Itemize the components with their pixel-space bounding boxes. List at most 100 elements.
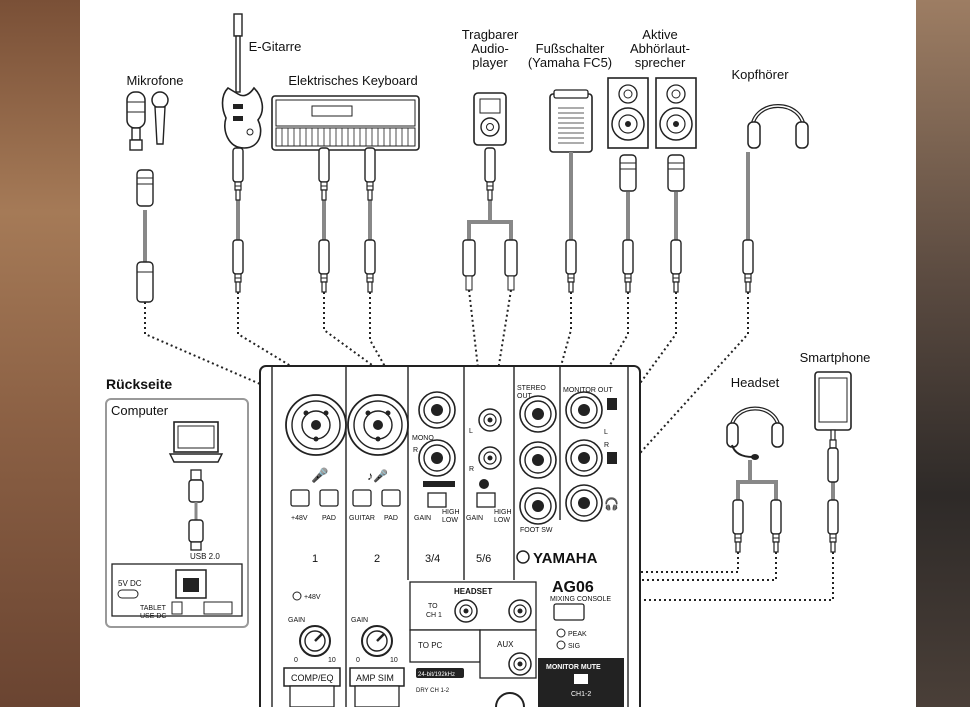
foot-switch-jack[interactable] xyxy=(519,487,557,525)
connection-diagram-sheet: Mikrofone E-Gitarre Elektrisches Keyboar… xyxy=(80,0,916,707)
aux-label: AUX xyxy=(497,640,514,649)
ch34-high-label: HIGH xyxy=(442,509,460,516)
bit-label: 24-bit/192kHz xyxy=(418,672,455,678)
ch56-number: 5/6 xyxy=(476,553,491,565)
usb-label: USB 2.0 xyxy=(190,552,220,561)
rca-plugs xyxy=(462,239,518,291)
ch2-pad-label: PAD xyxy=(384,515,398,522)
ch6-jack[interactable] xyxy=(478,446,502,470)
ch56-high-label: HIGH xyxy=(494,509,512,516)
guitar-button[interactable] xyxy=(352,489,372,507)
smartphone-icon xyxy=(814,371,852,431)
ch56-low-label: LOW xyxy=(494,517,510,524)
background-left xyxy=(0,0,80,707)
ch1-number: 1 xyxy=(312,553,318,565)
yamaha-logo-icon xyxy=(516,550,530,564)
label-player-line2: Audio- xyxy=(471,41,509,56)
label-monitors: Aktive Abhörlaut- sprecher xyxy=(615,28,705,70)
dc5v-label: 5V DC xyxy=(118,579,142,588)
headset-mic-jack[interactable] xyxy=(454,599,478,623)
label-monitors-line1: Aktive xyxy=(642,27,678,42)
ch3-jack[interactable] xyxy=(418,391,456,429)
background-right xyxy=(916,0,970,707)
mixing-console-label: MIXING CONSOLE xyxy=(550,596,611,603)
label-headset: Headset xyxy=(730,375,780,390)
ch56-gain-switch[interactable] xyxy=(476,492,496,508)
label-microphones: Mikrofone xyxy=(126,73,184,88)
svg-text:♪🎤: ♪🎤 xyxy=(367,468,388,483)
power-switch[interactable] xyxy=(553,603,585,621)
headset-phones-jack[interactable] xyxy=(508,599,532,623)
ch1-gain-knob[interactable] xyxy=(298,624,332,658)
ch2-combo-jack[interactable] xyxy=(347,394,409,456)
svg-text:🎧: 🎧 xyxy=(604,497,619,511)
label-player: Tragbarer Audio- player xyxy=(450,28,530,70)
usb-cable-icon xyxy=(188,469,204,551)
label-player-line1: Tragbarer xyxy=(461,27,519,42)
laptop-icon xyxy=(168,421,224,463)
ch12-label: CH1-2 xyxy=(571,691,591,698)
stereo-out-l-jack[interactable] xyxy=(519,395,557,433)
foot-sw-label: FOOT SW xyxy=(520,527,553,534)
peak-led xyxy=(556,628,566,638)
phantom-led xyxy=(292,591,302,601)
ch56-gain-label: GAIN xyxy=(466,515,483,522)
label-headphones: Kopfhörer xyxy=(731,67,789,82)
microphone-condenser-icon xyxy=(126,91,146,151)
monitor-speaker-left-icon xyxy=(607,77,649,149)
ch2-gain-knob[interactable] xyxy=(360,624,394,658)
comp-eq-label: COMP/EQ xyxy=(291,673,334,683)
monitor-out-label: MONITOR OUT xyxy=(563,387,613,394)
aux-jack[interactable] xyxy=(508,652,532,676)
label-guitar: E-Gitarre xyxy=(248,39,302,54)
monitor-out-r-jack[interactable] xyxy=(565,439,603,477)
monitor-mute-label: MONITOR MUTE xyxy=(546,664,601,671)
ch2-pad-button[interactable] xyxy=(381,489,401,507)
ch34-low-label: LOW xyxy=(442,517,458,524)
label-monitors-line2: Abhörlaut- xyxy=(630,41,690,56)
monitor-speaker-right-icon xyxy=(655,77,697,149)
microphone-dynamic-icon xyxy=(151,91,169,145)
svg-text:🎤: 🎤 xyxy=(311,466,329,484)
rear-title: Rückseite xyxy=(106,376,172,392)
ch34-gain-label: GAIN xyxy=(414,515,431,522)
ch2-gain-max: 10 xyxy=(390,657,398,664)
phantom-power-button[interactable] xyxy=(290,489,310,507)
amp-sim-label: AMP SIM xyxy=(356,673,394,683)
ch6-r-label: R xyxy=(469,466,474,473)
electric-guitar-icon xyxy=(221,13,264,149)
stereo-out-label-2: OUT xyxy=(517,393,533,400)
headset-to-label: TO xyxy=(428,603,438,610)
peak-label: PEAK xyxy=(568,631,587,638)
headset-icon xyxy=(726,406,784,460)
headset-ch1-label: CH 1 xyxy=(426,612,442,619)
ch1-combo-jack[interactable] xyxy=(285,394,347,456)
ch4-r-label: R xyxy=(413,447,418,454)
rear-connector-panel: USB 2.0 5V DC TABLET USE DC xyxy=(111,552,243,620)
label-footswitch-line2: (Yamaha FC5) xyxy=(527,55,613,70)
footswitch-icon xyxy=(549,89,593,153)
model-label: AG06 xyxy=(552,579,594,596)
ch12-mute-button[interactable] xyxy=(574,674,588,684)
ch1-p48-led-label: +48V xyxy=(304,594,321,601)
headphones-icon xyxy=(747,104,809,149)
monitor-out-l-jack[interactable] xyxy=(565,391,603,429)
label-monitors-line3: sprecher xyxy=(634,55,686,70)
dry-label: DRY CH 1-2 xyxy=(416,688,450,694)
label-footswitch: Fußschalter (Yamaha FC5) xyxy=(520,42,620,70)
ch4-jack[interactable] xyxy=(418,439,456,477)
ch1-gain-label: GAIN xyxy=(288,617,305,624)
ch34-gain-switch[interactable] xyxy=(427,492,447,508)
ch2-guitar-label: GUITAR xyxy=(349,515,375,522)
headphones-jack[interactable] xyxy=(565,484,603,522)
stereo-out-r-jack[interactable] xyxy=(519,441,557,479)
ch2-number: 2 xyxy=(374,553,380,565)
ch5-l-label: L xyxy=(469,428,473,435)
ch34-number: 3/4 xyxy=(425,553,440,565)
ch2-gain-min: 0 xyxy=(356,657,360,664)
ch5-jack[interactable] xyxy=(478,408,502,432)
brand-label: YAMAHA xyxy=(533,550,598,567)
mic-xlr-male-connector xyxy=(136,261,154,303)
rear-computer-label: Computer xyxy=(111,403,169,418)
ch1-pad-button[interactable] xyxy=(319,489,339,507)
